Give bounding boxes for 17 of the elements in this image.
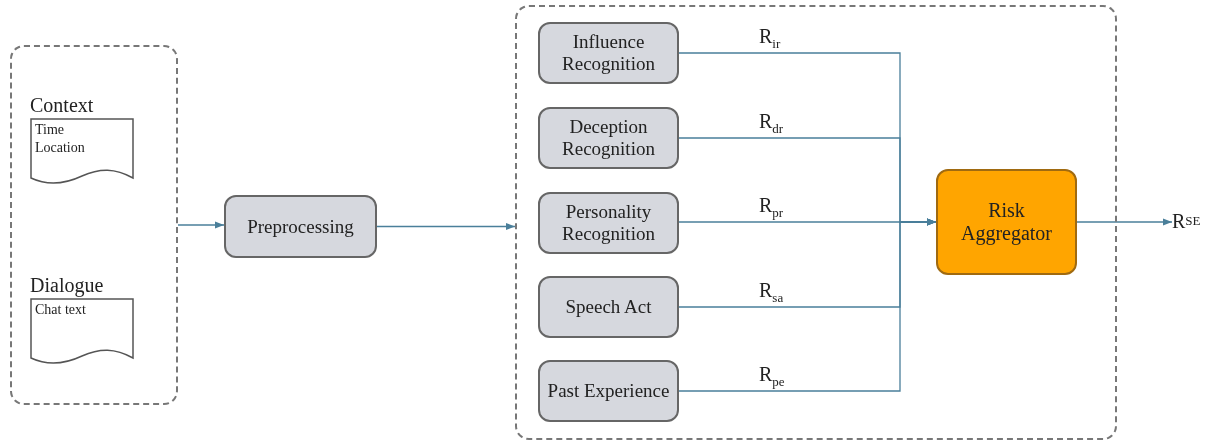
process-box: Personality Recognition bbox=[538, 192, 679, 254]
document-text: Time Location bbox=[35, 121, 86, 156]
arrow bbox=[376, 222, 516, 231]
process-box: Influence Recognition bbox=[538, 22, 679, 84]
document-title: Dialogue bbox=[30, 274, 104, 297]
dashed-group-box bbox=[10, 45, 178, 405]
dashed-group-box bbox=[515, 5, 1117, 440]
arrow bbox=[177, 221, 225, 229]
process-box: Preprocessing bbox=[224, 195, 377, 258]
document-title: Context bbox=[30, 94, 94, 117]
process-box: Risk Aggregator bbox=[936, 169, 1077, 275]
process-box: Past Experience bbox=[538, 360, 679, 422]
process-box: Speech Act bbox=[538, 276, 679, 338]
document-text: Chat text bbox=[35, 301, 87, 319]
process-box: Deception Recognition bbox=[538, 107, 679, 169]
arrow bbox=[1076, 218, 1173, 226]
arrow bbox=[678, 218, 937, 392]
